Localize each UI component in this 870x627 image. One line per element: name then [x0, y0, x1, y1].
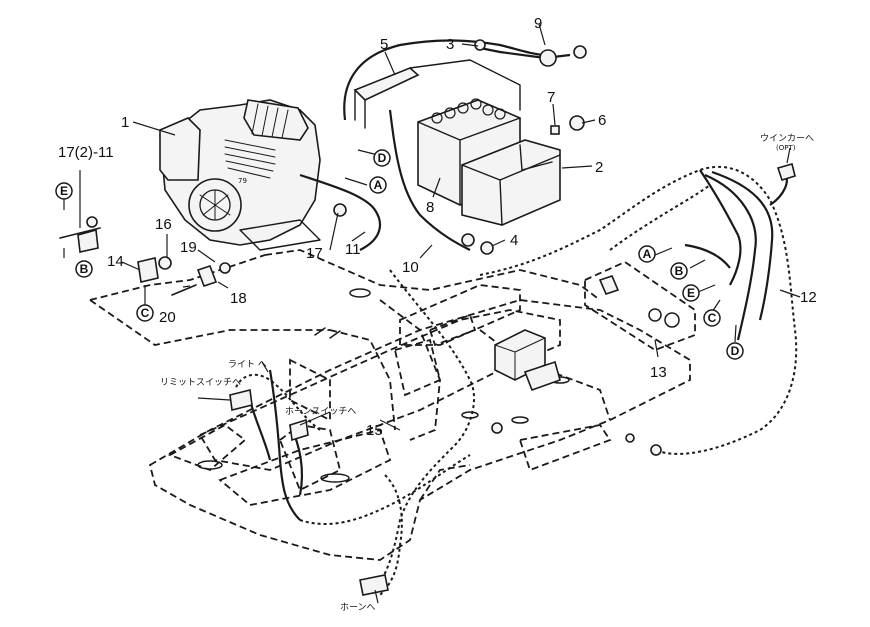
part-label-17-2-11: 17(2)-11: [58, 144, 114, 161]
svg-text:B: B: [675, 264, 684, 278]
connector-d-engine: D: [373, 149, 391, 167]
hardware-bolts: [59, 39, 662, 596]
svg-text:C: C: [141, 306, 150, 320]
battery-bracket: [353, 59, 521, 129]
connector-c-harness: C: [703, 309, 721, 327]
connector-b-left: B: [75, 260, 93, 278]
part-label-19: 19: [180, 239, 197, 256]
part-label-15: 15: [366, 422, 383, 439]
part-label-20: 20: [159, 309, 176, 326]
svg-text:C: C: [708, 311, 717, 325]
connector-panel: [584, 260, 696, 352]
note-horn: ホーンへ: [340, 602, 376, 613]
part-label-5: 5: [380, 36, 388, 53]
note-winker-opt: (OPT): [776, 144, 796, 152]
svg-text:E: E: [687, 286, 695, 300]
note-horn-switch: ホーンスイッチへ: [285, 406, 356, 417]
svg-text:A: A: [374, 178, 383, 192]
svg-text:D: D: [378, 151, 387, 165]
battery-tray: [461, 139, 561, 226]
part-label-10: 10: [402, 259, 419, 276]
svg-text:79: 79: [238, 177, 247, 185]
part-label-11: 11: [345, 241, 361, 258]
connector-b-harness: B: [670, 262, 688, 280]
part-label-14: 14: [107, 253, 124, 270]
part-label-17: 17: [306, 245, 323, 262]
part-label-18: 18: [230, 290, 247, 307]
connector-a-harness: A: [638, 245, 656, 263]
part-label-13: 13: [650, 364, 667, 381]
part-label-6: 6: [598, 112, 606, 129]
part-label-9: 9: [534, 15, 542, 32]
connector-labels: D A E B C A B E: [55, 149, 744, 360]
note-winker: ウインカーへ: [760, 133, 814, 144]
part-label-8: 8: [426, 199, 434, 216]
part-label-4: 4: [510, 232, 518, 249]
connector-a-engine: A: [369, 176, 387, 194]
part-number-labels: 1 2 3 4 5 6 7 8 9 10 11 12 13 14 15 16 1…: [58, 15, 817, 439]
part-label-2: 2: [595, 159, 603, 176]
note-limit-switch: リミットスイッチへ: [160, 377, 241, 388]
connector-e-left: E: [55, 182, 73, 200]
connector-c-left: C: [136, 304, 154, 322]
connector-e-harness: E: [682, 284, 700, 302]
wiring-harness: [234, 39, 798, 596]
note-light: ライト へ: [228, 359, 267, 370]
svg-text:E: E: [60, 184, 68, 198]
part-label-16: 16: [155, 216, 172, 233]
svg-text:A: A: [643, 247, 652, 261]
svg-text:B: B: [80, 262, 89, 276]
part-label-3: 3: [446, 36, 454, 53]
connector-d-harness: D: [726, 342, 744, 360]
part-label-12: 12: [800, 289, 817, 306]
svg-text:D: D: [731, 344, 740, 358]
part-label-1: 1: [121, 114, 129, 131]
frame-chassis: [89, 249, 691, 561]
wire-destination-notes: ウインカーへ (OPT) ライト へ リミットスイッチへ ホーンスイッチへ ホー…: [160, 133, 814, 613]
part-label-7: 7: [547, 89, 555, 106]
relay-box: [494, 329, 561, 392]
engine-assembly: 79: [159, 99, 321, 251]
